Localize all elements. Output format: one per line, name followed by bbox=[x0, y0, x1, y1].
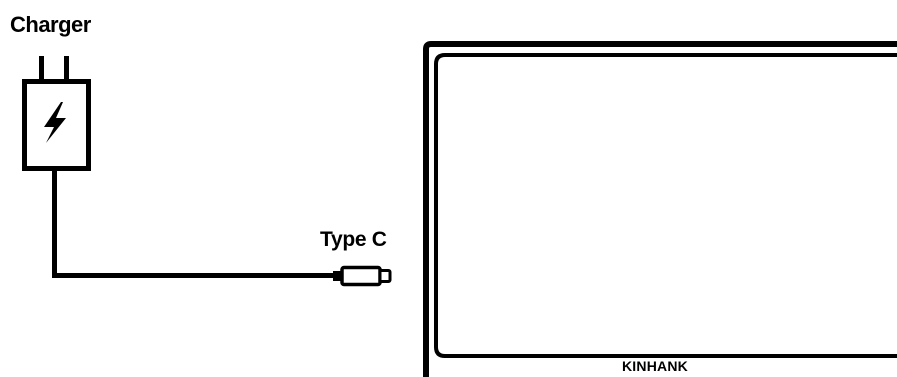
plug-strain-relief bbox=[333, 271, 342, 281]
monitor-brand-label: KINHANK bbox=[622, 358, 688, 374]
monitor-outer-frame bbox=[423, 41, 897, 377]
lightning-bolt-icon bbox=[44, 102, 66, 143]
charger-label: Charger bbox=[10, 12, 91, 37]
type-c-label: Type C bbox=[320, 228, 387, 251]
portable-monitor bbox=[423, 41, 897, 377]
monitor-screen bbox=[434, 53, 897, 358]
charging-cable bbox=[52, 168, 336, 278]
charger-prong-left bbox=[39, 56, 44, 82]
plug-connector bbox=[378, 269, 392, 283]
usb-type-c-plug-icon bbox=[333, 265, 392, 287]
wall-charger-icon bbox=[22, 56, 91, 171]
plug-body bbox=[340, 265, 382, 287]
charger-prong-right bbox=[64, 56, 69, 82]
